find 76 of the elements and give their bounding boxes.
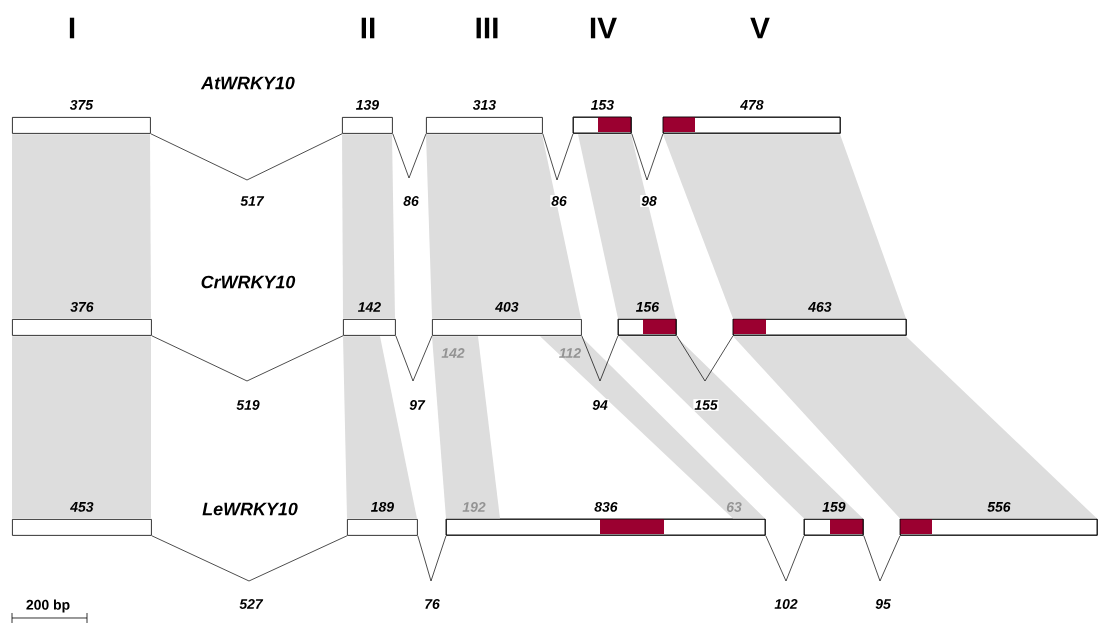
exon-box [12,117,151,134]
exon-length: 376 [70,301,94,312]
exon-part-length: 142 [441,348,465,358]
intron-length: 86 [551,196,567,206]
intron-length: 76 [425,599,440,609]
homology-band [432,336,500,519]
exon-part-length: 112 [559,348,581,358]
intron-length: 95 [875,599,891,609]
exon-box [445,518,766,536]
intron-line [392,133,427,179]
exon-box [342,117,393,134]
intron-length: 527 [239,599,264,609]
exon-length: 836 [594,501,618,512]
homology-band [618,336,863,519]
intron-line [542,133,574,181]
exon-length: 453 [70,501,94,512]
gene-name: AtWRKY10 [200,76,295,90]
exon-box [343,319,396,336]
roman-numeral: II [361,17,375,39]
homology-band [663,134,906,319]
intron-length: 86 [403,196,419,206]
roman-numeral: I [69,17,75,39]
intron-line [151,535,348,582]
intron-line [631,133,664,181]
intron-length: 155 [694,400,718,410]
homology-band [343,336,417,519]
exon-length: 142 [358,302,381,312]
exon-box [662,116,841,134]
gene-name: LeWRKY10 [202,502,298,516]
intron-line [151,335,344,382]
intron-line [150,133,343,181]
homology-band [578,134,676,319]
exon-box [12,319,152,336]
exon-length: 159 [822,501,846,512]
exon-length: 375 [69,99,94,110]
exon-box [426,117,543,134]
exon-box [572,116,632,134]
intron-length: 519 [236,400,260,410]
exon-box [617,318,677,336]
gene-name: CrWRKY10 [201,275,296,289]
intron-line [417,535,447,582]
intron-line [581,335,619,382]
intron-line [395,335,433,382]
exon-box [803,518,864,536]
exon-box [432,319,582,336]
intron-length: 97 [409,400,426,410]
exon-box [732,318,907,336]
exon-box [899,518,1098,536]
roman-numeral: III [476,17,498,39]
homology-band [733,336,1097,519]
intron-line [676,335,734,382]
homology-band [426,134,581,319]
exon-length: 478 [740,99,764,110]
intron-length: 98 [641,196,657,206]
homology-band [12,336,151,519]
intron-line [765,535,805,582]
intron-length: 517 [240,196,265,206]
scale-bar: 200 bp [11,599,88,623]
intron-length: 102 [774,599,798,609]
intron-length: 94 [592,400,608,410]
homology-band [540,336,765,519]
intron-line [863,535,901,582]
exon-length: 313 [472,99,496,110]
exon-length: 153 [591,99,614,110]
exon-length: 556 [987,501,1011,512]
homology-band [12,134,151,319]
exon-box [347,519,418,536]
exon-length: 463 [808,301,832,312]
exon-length: 156 [636,301,660,312]
homology-band [342,134,395,319]
exon-box [12,519,152,536]
roman-numeral: IV [590,17,617,39]
exon-length: 403 [495,301,519,312]
exon-length: 189 [371,501,394,512]
roman-numeral: V [750,17,770,39]
exon-length: 139 [356,99,379,110]
